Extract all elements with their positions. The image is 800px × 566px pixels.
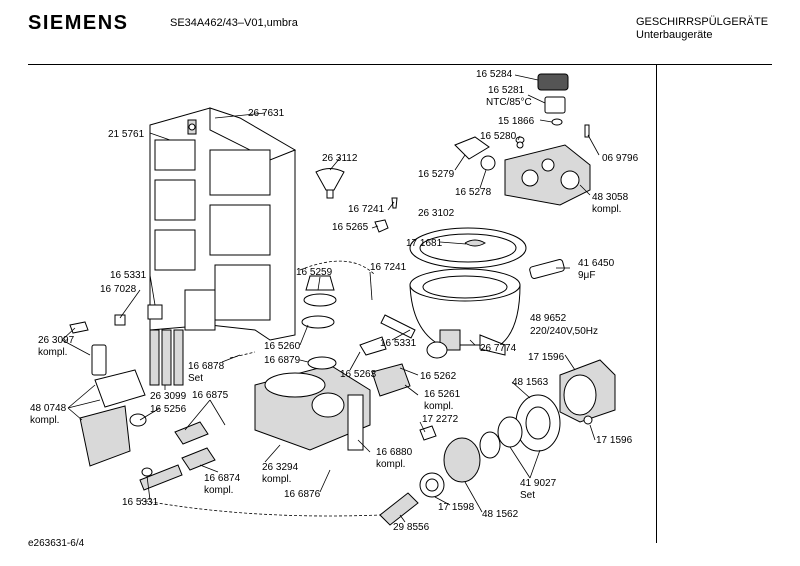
part-labels: 16 5284 16 5281 NTC/85°C 15 1866 16 5280… [30, 69, 639, 533]
detergent-dispenser-part [254, 275, 411, 451]
label-166879: 16 6879 [264, 355, 301, 366]
label-267774: 26 7774 [480, 343, 517, 354]
label-166878: 16 6878 [188, 361, 225, 372]
label-171596-a: 17 1596 [528, 352, 565, 363]
label-166876: 16 6876 [284, 489, 321, 500]
label-167241-a: 16 7241 [348, 204, 385, 215]
label-166878-set: Set [188, 373, 203, 384]
label-165256: 16 5256 [150, 404, 187, 415]
circulation-pump-group [379, 359, 616, 526]
label-ntc: NTC/85°C [486, 97, 532, 108]
label-166880-kompl: kompl. [376, 459, 405, 470]
side-rule [656, 65, 657, 543]
label-263294-kompl: kompl. [262, 474, 291, 485]
model-number: SE34A462/43–V01,umbra [170, 17, 298, 29]
valve-pair-part [174, 260, 376, 471]
label-483058-kompl: kompl. [592, 204, 621, 215]
label-165280: 16 5280 [480, 131, 517, 142]
label-263102: 26 3102 [418, 208, 455, 219]
label-165331-a: 16 5331 [110, 270, 147, 281]
label-480748: 48 0748 [30, 403, 67, 414]
label-215761: 21 5761 [108, 129, 145, 140]
label-165261-kompl: kompl. [424, 401, 453, 412]
label-165278: 16 5278 [455, 187, 492, 198]
label-uf: 9μF [578, 270, 595, 281]
label-172272: 17 2272 [422, 414, 459, 425]
header-rule [28, 64, 772, 65]
label-167241-b: 16 7241 [370, 262, 407, 273]
brand-logo: SIEMENS [28, 12, 129, 34]
label-165331-c: 16 5331 [122, 497, 159, 508]
label-165265: 16 5265 [332, 222, 369, 233]
label-481563: 48 1563 [512, 377, 549, 388]
label-419027: 41 9027 [520, 478, 557, 489]
label-263099: 26 3099 [150, 391, 187, 402]
label-263097: 26 3097 [38, 335, 75, 346]
label-171681: 17 1681 [406, 238, 443, 249]
label-165281: 16 5281 [488, 85, 525, 96]
label-165260: 16 5260 [264, 341, 301, 352]
label-151866: 15 1866 [498, 116, 535, 127]
label-165279: 16 5279 [418, 169, 455, 180]
drain-hose-group [69, 304, 381, 517]
label-165284: 16 5284 [476, 69, 513, 80]
label-480748-kompl: kompl. [30, 415, 59, 426]
label-298556: 29 8556 [393, 522, 430, 533]
label-171598: 17 1598 [438, 502, 475, 513]
label-263112: 26 3112 [322, 153, 358, 164]
sump-assembly [380, 227, 527, 359]
category-line-2: Unterbaugeräte [636, 29, 713, 41]
label-166875: 16 6875 [192, 390, 229, 401]
label-263294: 26 3294 [262, 462, 299, 473]
label-165259: 16 5259 [296, 267, 333, 278]
label-267631: 26 7631 [248, 108, 285, 119]
category-line-1: GESCHIRRSPÜLGERÄTE [636, 16, 769, 28]
label-263097-kompl: kompl. [38, 347, 67, 358]
water-inlet-group [454, 73, 591, 206]
label-416450: 41 6450 [578, 258, 615, 269]
rinse-aid-funnel-part [315, 168, 398, 233]
label-166880: 16 6880 [376, 447, 413, 458]
side-panel-part [149, 107, 297, 341]
label-069796: 06 9796 [602, 153, 639, 164]
capacitor-part [529, 258, 565, 280]
label-166874-kompl: kompl. [204, 485, 233, 496]
label-171596-b: 17 1596 [596, 435, 633, 446]
label-481562: 48 1562 [482, 509, 519, 520]
label-165261: 16 5261 [424, 389, 461, 400]
label-419027-set: Set [520, 490, 535, 501]
category-heading: GESCHIRRSPÜLGERÄTE Unterbaugeräte [636, 16, 768, 42]
label-220v: 220/240V,50Hz [530, 326, 598, 337]
label-165331-b: 16 5331 [380, 338, 417, 349]
drawing-id: e263631-6/4 [28, 538, 85, 549]
label-489652: 48 9652 [530, 313, 567, 324]
label-165262: 16 5262 [420, 371, 457, 382]
label-483058: 48 3058 [592, 192, 629, 203]
label-167028: 16 7028 [100, 284, 137, 295]
leader-lines [61, 74, 600, 523]
label-165263: 16 5263 [340, 369, 377, 380]
label-166874: 16 6874 [204, 473, 241, 484]
